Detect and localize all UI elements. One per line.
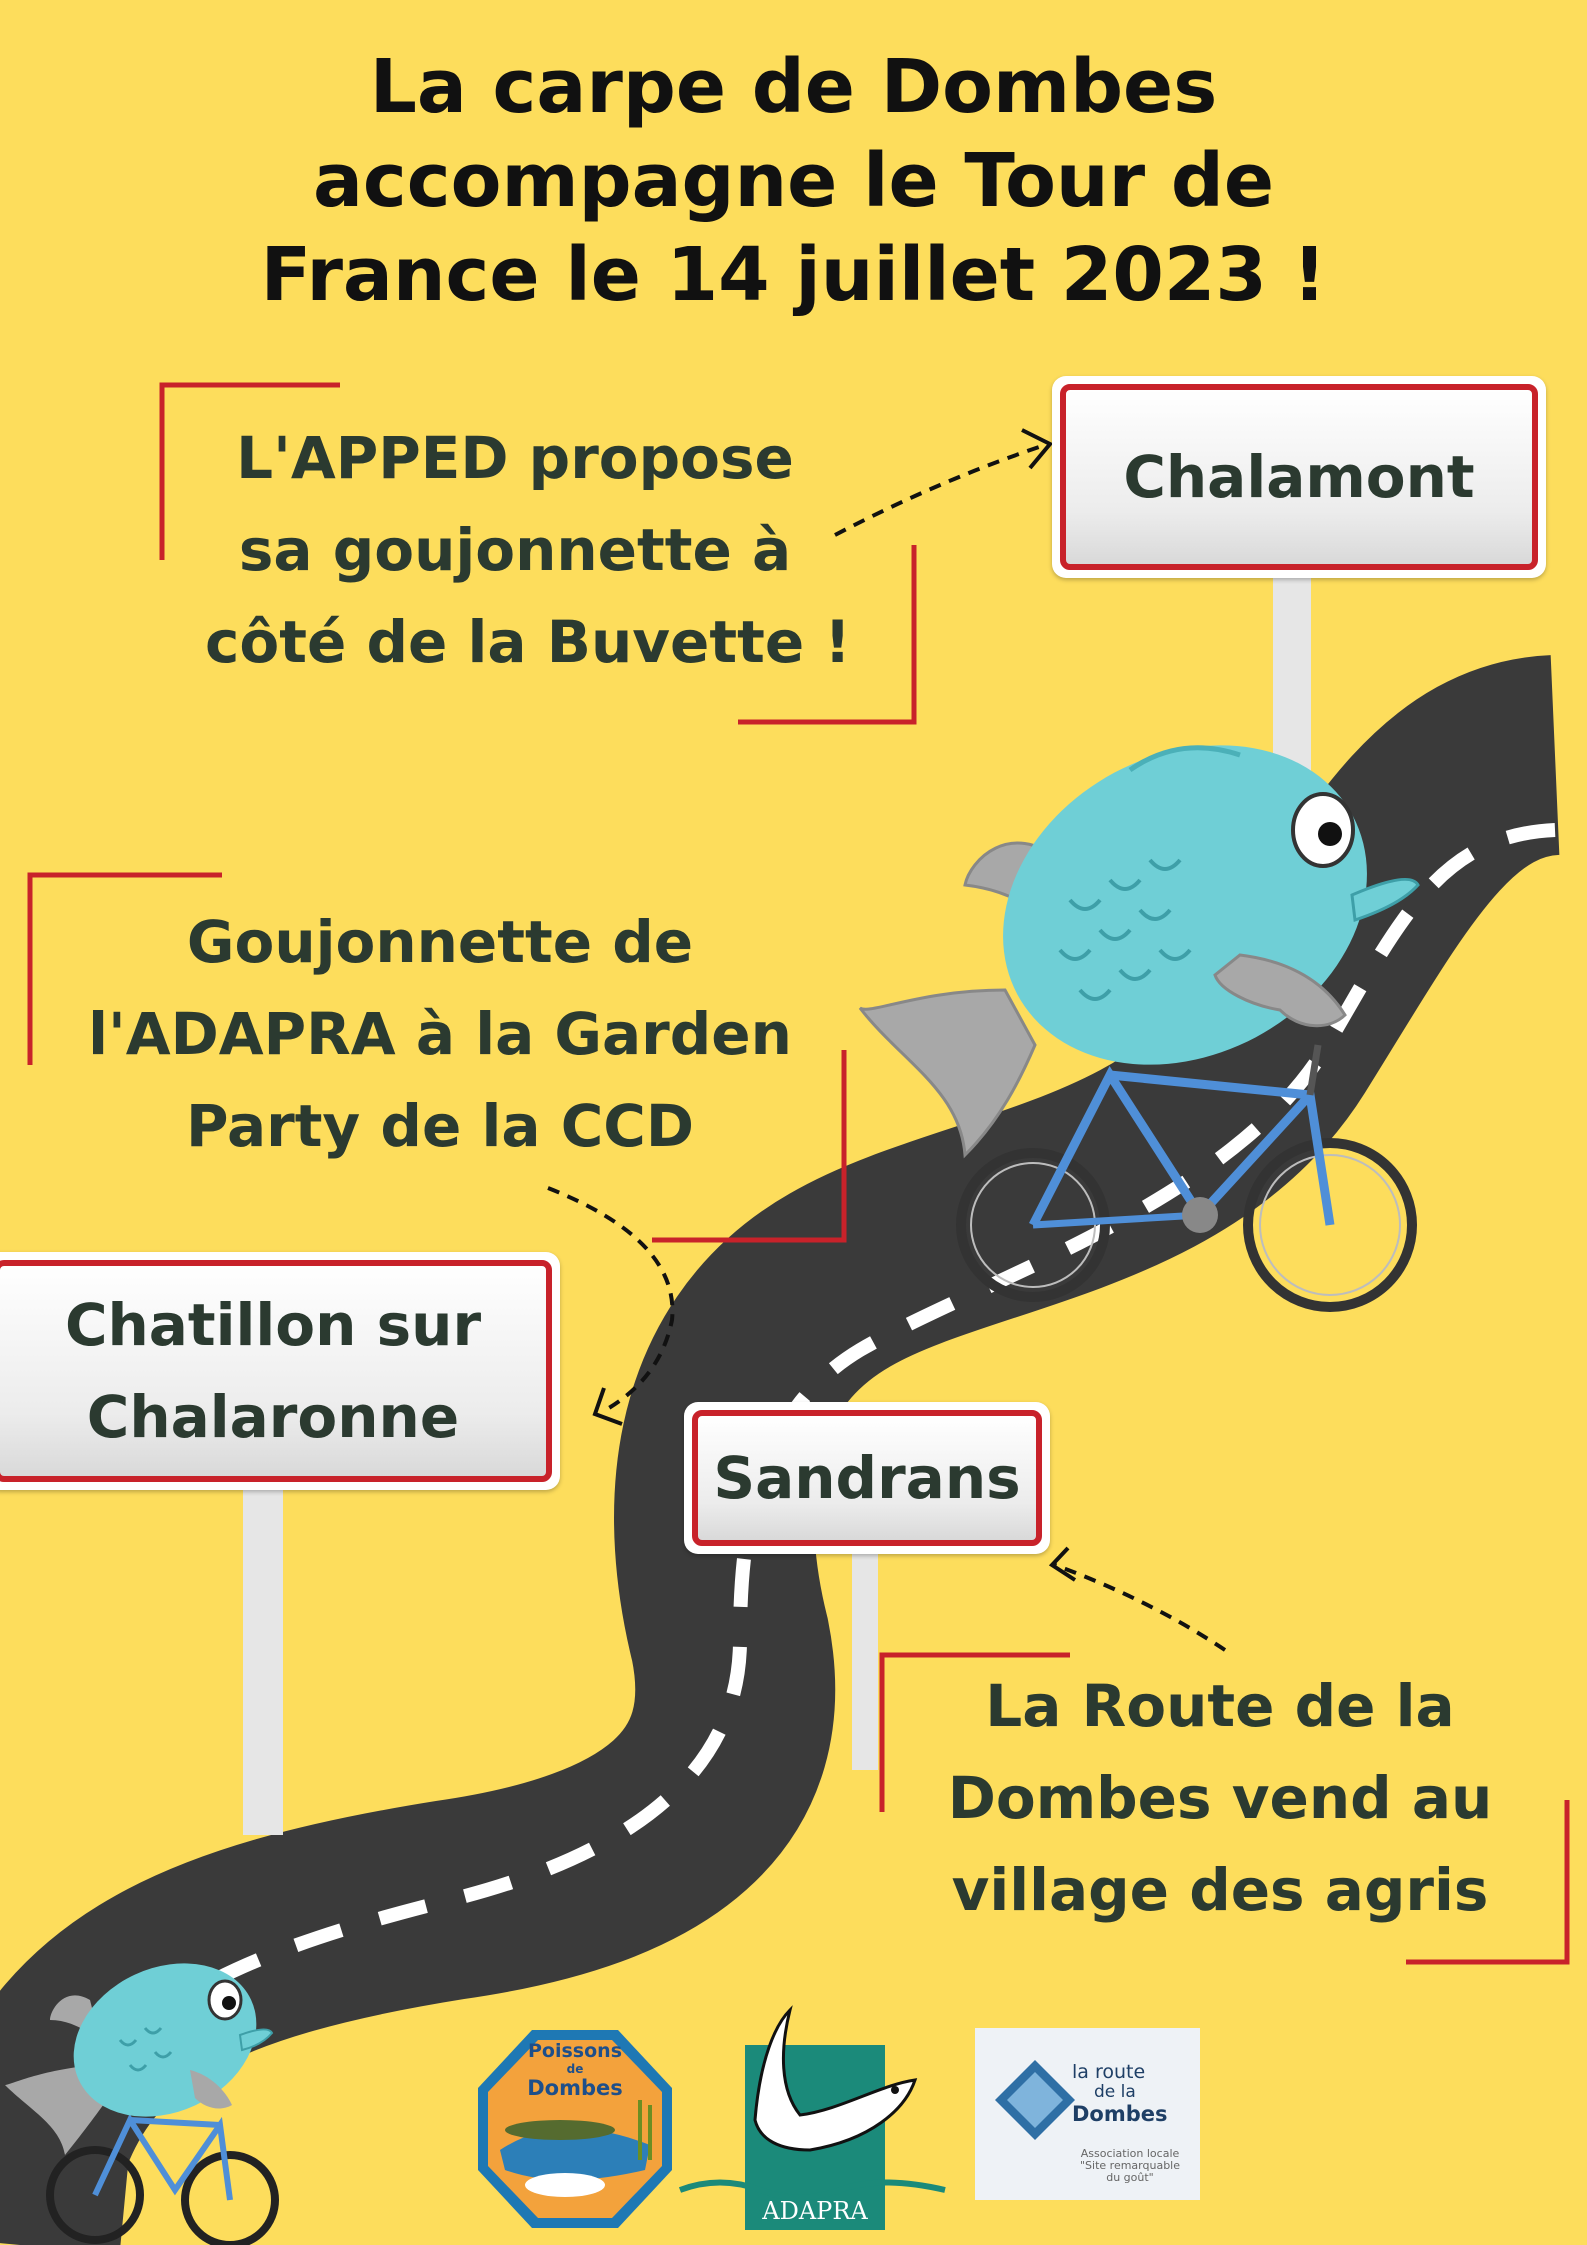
note-adapra-line-3: Party de la CCD xyxy=(186,1092,694,1160)
sign-chatillon: Chatillon sur Chalaronne xyxy=(0,1252,560,1490)
chatillon-post xyxy=(243,1490,283,1835)
note-adapra-line-2: l'ADAPRA à la Garden xyxy=(88,1000,792,1068)
route-logo-line-1: la route xyxy=(1072,2061,1146,2083)
adapra-logo: ADAPRA xyxy=(745,2196,885,2226)
sign-sandrans: Sandrans xyxy=(684,1402,1050,1554)
poissons-de-dombes-logo: Poissons de Dombes xyxy=(488,2040,662,2100)
route-logo-sub-2: "Site remarquable xyxy=(1079,2159,1180,2172)
route-logo-line-3: Dombes xyxy=(1072,2102,1168,2126)
route-logo-sub-3: du goût" xyxy=(1106,2171,1154,2184)
sign-chatillon-line-1: Chatillon sur xyxy=(64,1291,482,1359)
chalamont-post xyxy=(1273,575,1311,785)
route-de-la-dombes-logo: la route de la Dombes xyxy=(1072,2062,1197,2126)
note-route-line-3: village des agris xyxy=(951,1856,1489,1924)
route-logo-sub-1: Association locale xyxy=(1080,2147,1180,2160)
poissons-logo-line-3: Dombes xyxy=(527,2076,623,2100)
sign-chatillon-line-2: Chalaronne xyxy=(86,1383,460,1451)
title-line-1: La carpe de Dombes xyxy=(369,44,1218,130)
sign-sandrans-text: Sandrans xyxy=(713,1444,1021,1512)
poissons-logo-line-1: Poissons xyxy=(528,2040,622,2062)
title-line-2: accompagne le Tour de xyxy=(312,138,1275,224)
note-apped: L'APPED propose sa goujonnette à côté de… xyxy=(205,412,851,688)
arrow-to-chalamont xyxy=(834,443,1046,537)
sandrans-post xyxy=(852,1550,878,1770)
adapra-logo-label: ADAPRA xyxy=(762,2197,868,2225)
note-apped-line-3: côté de la Buvette ! xyxy=(205,608,851,676)
red-bracket-adapra xyxy=(27,872,847,1243)
poster-title: La carpe de Dombes accompagne le Tour de… xyxy=(80,40,1507,322)
note-route-line-2: Dombes vend au xyxy=(947,1764,1493,1832)
red-bracket-apped xyxy=(159,382,917,725)
poissons-logo-line-2: de xyxy=(566,2062,584,2076)
adapra-logo-graphic xyxy=(678,2005,946,2230)
title-line-3: France le 14 juillet 2023 ! xyxy=(260,232,1327,318)
red-bracket-route xyxy=(879,1652,1570,1965)
sign-chalamont: Chalamont xyxy=(1052,376,1546,578)
note-apped-line-1: L'APPED propose xyxy=(236,424,794,492)
sign-chalamont-text: Chalamont xyxy=(1123,443,1475,511)
route-logo-line-2: de la xyxy=(1094,2082,1136,2102)
arrow-to-chatillon xyxy=(547,1186,675,1414)
fish-cyclist-small-icon xyxy=(5,1963,279,2245)
poissons-de-dombes-logo-graphic xyxy=(478,2030,672,2228)
note-adapra-line-1: Goujonnette de xyxy=(186,908,694,976)
route-logo-subtitle: Association locale "Site remarquable du … xyxy=(1060,2148,1200,2184)
note-route-dombes: La Route de la Dombes vend au village de… xyxy=(900,1660,1540,1936)
arrow-to-sandrans xyxy=(1054,1563,1227,1652)
route-de-la-dombes-logo-graphic xyxy=(975,2028,1200,2200)
note-route-line-1: La Route de la xyxy=(985,1672,1455,1740)
note-adapra: Goujonnette de l'ADAPRA à la Garden Part… xyxy=(40,896,840,1172)
note-apped-line-2: sa goujonnette à xyxy=(238,516,792,584)
fish-cyclist-large-icon xyxy=(858,745,1420,1312)
